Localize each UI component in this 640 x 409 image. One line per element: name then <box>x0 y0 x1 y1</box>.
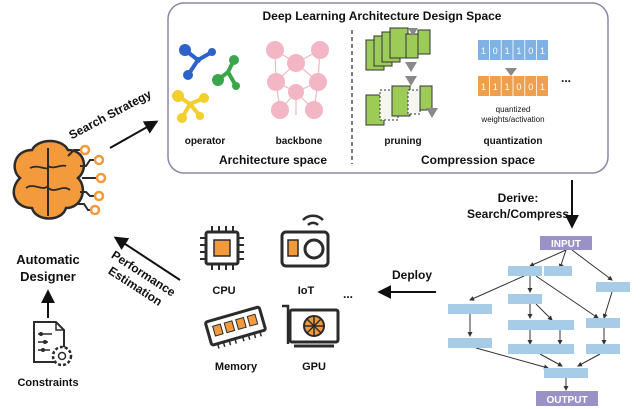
bit-cell <box>525 40 537 60</box>
derive-line-1: Derive: <box>498 191 539 205</box>
bit-value: 0 <box>528 46 533 56</box>
performance-arrow <box>113 236 181 281</box>
bit-value: 1 <box>505 82 510 92</box>
graph-edges <box>467 249 613 391</box>
designer-line-2: Designer <box>20 269 76 284</box>
search-strategy-label: Search Strategy <box>66 87 154 142</box>
bit-cell <box>513 76 525 96</box>
hardware-ellipsis: ... <box>343 287 353 301</box>
bit-cell <box>501 76 513 96</box>
bit-value: 1 <box>481 82 486 92</box>
pruning-label: pruning <box>384 136 421 147</box>
graph-input-label: INPUT <box>551 239 581 250</box>
graph-node <box>544 368 588 378</box>
graph-nodes <box>448 266 630 378</box>
pruning-arrow-1 <box>405 62 417 72</box>
memory-label: Memory <box>215 361 258 373</box>
bit-cell <box>478 76 489 96</box>
operator-icon <box>172 44 240 123</box>
graph-node <box>508 320 542 330</box>
graph-node <box>508 294 542 304</box>
graph-node <box>540 344 574 354</box>
bit-value: 0 <box>516 82 521 92</box>
bit-cell <box>537 40 548 60</box>
operator-label: operator <box>185 136 226 147</box>
constraints-label: Constraints <box>17 377 78 389</box>
graph-node <box>508 266 542 276</box>
bit-value: 1 <box>540 46 545 56</box>
pruning-arrow-2 <box>405 76 417 86</box>
bit-cell <box>513 40 525 60</box>
graph-node <box>540 320 574 330</box>
quant-arrow <box>505 68 517 76</box>
graph-node <box>586 318 620 328</box>
bit-cell <box>478 40 489 60</box>
cpu-icon <box>200 226 244 270</box>
compression-space-caption: Compression space <box>421 153 535 167</box>
derive-line-2: Search/Compress <box>467 207 569 221</box>
bit-cell <box>489 76 501 96</box>
graph-node <box>508 344 542 354</box>
backbone-label: backbone <box>276 136 323 147</box>
bit-value: 1 <box>493 82 498 92</box>
bit-cell <box>501 40 513 60</box>
quantized-line-2: weights/activation <box>480 115 544 124</box>
bit-value: 1 <box>481 46 486 56</box>
graph-node <box>544 266 572 276</box>
pruning-arrow-top <box>408 28 418 36</box>
search-strategy-arrow <box>109 120 159 149</box>
graph-node <box>448 338 492 348</box>
bit-value: 0 <box>528 82 533 92</box>
graph-output-label: OUTPUT <box>546 395 587 406</box>
graph-node <box>596 282 630 292</box>
bit-value: 0 <box>493 46 498 56</box>
bit-cell <box>489 40 501 60</box>
bit-value: 1 <box>505 46 510 56</box>
quantization-label: quantization <box>484 136 543 147</box>
backbone-icon <box>266 41 329 119</box>
memory-icon <box>204 305 267 349</box>
iot-label: IoT <box>298 285 315 297</box>
iot-icon <box>280 214 330 268</box>
graph-node <box>586 344 620 354</box>
bit-cell <box>537 76 548 96</box>
pruning-icon <box>365 27 438 126</box>
bit-cell <box>525 76 537 96</box>
architecture-space-caption: Architecture space <box>219 153 327 167</box>
pruning-arrow-3 <box>426 108 438 118</box>
constraints-icon <box>33 321 73 367</box>
design-space-title: Deep Learning Architecture Design Space <box>263 9 502 23</box>
gpu-icon <box>282 304 340 348</box>
designer-line-1: Automatic <box>16 252 80 267</box>
graph-node <box>448 304 492 314</box>
quantized-line-1: quantized <box>496 105 531 114</box>
cpu-label: CPU <box>212 285 235 297</box>
bit-value: 1 <box>516 46 521 56</box>
bit-value: 1 <box>540 82 545 92</box>
quantization-ellipsis: ... <box>561 71 571 85</box>
gpu-label: GPU <box>302 361 326 373</box>
brain-icon <box>12 139 107 220</box>
graph-input-node <box>540 236 592 250</box>
deploy-label: Deploy <box>392 268 432 282</box>
graph-output-node <box>536 391 598 406</box>
